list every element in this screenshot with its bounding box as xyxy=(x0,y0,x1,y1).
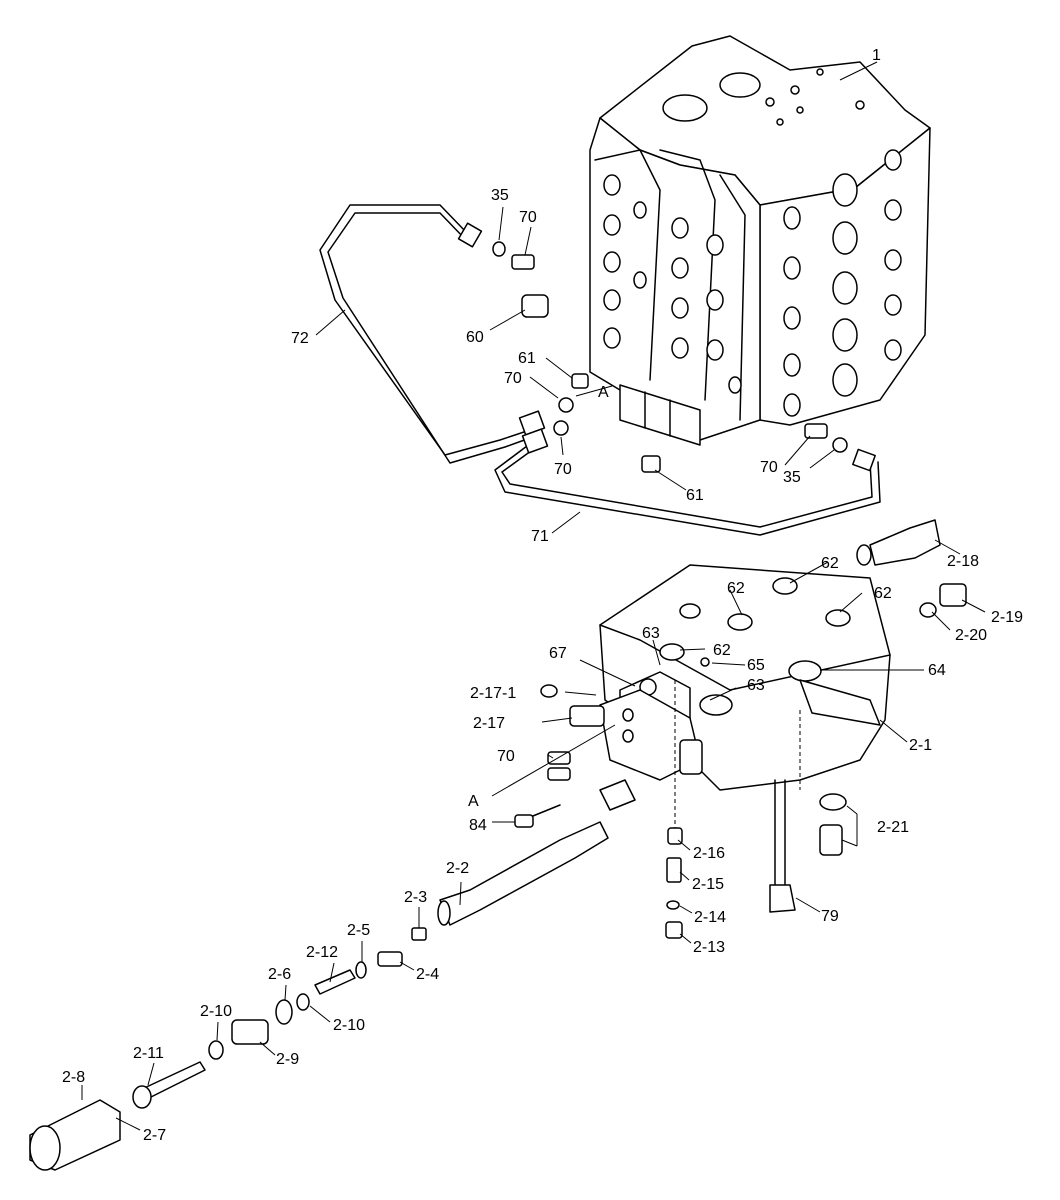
label-1: 1 xyxy=(872,47,881,64)
label-2-1: 2-1 xyxy=(909,737,932,754)
label-72: 72 xyxy=(291,330,309,347)
label-65: 65 xyxy=(747,657,765,674)
fittings-upper xyxy=(492,241,848,473)
label-70: 70 xyxy=(519,209,537,226)
label-2-18: 2-18 xyxy=(947,553,979,570)
label-2-17-1: 2-17-1 xyxy=(470,685,516,702)
label-2-11: 2-11 xyxy=(133,1045,164,1062)
pipe-72 xyxy=(319,204,531,464)
label-70: 70 xyxy=(497,748,515,765)
label-2-3: 2-3 xyxy=(404,889,427,906)
label-62: 62 xyxy=(713,642,731,659)
label-67: 67 xyxy=(549,645,567,662)
leader-lines xyxy=(81,61,986,1131)
label-2-16: 2-16 xyxy=(693,845,725,862)
label-2-2: 2-2 xyxy=(446,860,469,877)
label-2-21: 2-21 xyxy=(877,819,909,836)
label-60: 60 xyxy=(466,329,484,346)
label-70: 70 xyxy=(760,459,778,476)
label-63: 63 xyxy=(747,677,765,694)
small-parts-left xyxy=(514,684,605,828)
check-valve-stack xyxy=(665,827,683,939)
option-valve-block xyxy=(599,564,891,811)
label-2-19: 2-19 xyxy=(991,609,1023,626)
label-2-20: 2-20 xyxy=(955,627,987,644)
label-84: 84 xyxy=(469,817,487,834)
label-61: 61 xyxy=(686,487,704,504)
label-2-8: 2-8 xyxy=(62,1069,85,1086)
control-valve-body xyxy=(589,35,931,446)
label-2-10: 2-10 xyxy=(333,1017,365,1034)
label-62: 62 xyxy=(727,580,745,597)
label-2-13: 2-13 xyxy=(693,939,725,956)
label-70: 70 xyxy=(504,370,522,387)
bolt-79 xyxy=(769,779,796,913)
plug-2-21 xyxy=(819,793,847,856)
label-2-14: 2-14 xyxy=(694,909,726,926)
pipe-71 xyxy=(494,410,881,536)
label-2-5: 2-5 xyxy=(347,922,370,939)
label-79: 79 xyxy=(821,908,839,925)
label-35: 35 xyxy=(491,187,509,204)
label-2-17: 2-17 xyxy=(473,715,505,732)
label-35: 35 xyxy=(783,469,801,486)
relief-parts-right xyxy=(856,519,967,618)
label-62: 62 xyxy=(874,585,892,602)
label-2-12: 2-12 xyxy=(306,944,338,961)
label-2-7: 2-7 xyxy=(143,1127,166,1144)
label-a: A xyxy=(598,384,609,401)
label-2-9: 2-9 xyxy=(276,1051,299,1068)
label-a: A xyxy=(468,793,479,810)
label-63: 63 xyxy=(642,625,660,642)
label-2-15: 2-15 xyxy=(692,876,724,893)
label-2-10: 2-10 xyxy=(200,1003,232,1020)
label-70: 70 xyxy=(554,461,572,478)
label-71: 71 xyxy=(531,528,549,545)
label-2-6: 2-6 xyxy=(268,966,291,983)
spool-assembly xyxy=(29,821,609,1171)
label-62: 62 xyxy=(821,555,839,572)
label-2-4: 2-4 xyxy=(416,966,439,983)
label-61: 61 xyxy=(518,350,536,367)
label-64: 64 xyxy=(928,662,946,679)
